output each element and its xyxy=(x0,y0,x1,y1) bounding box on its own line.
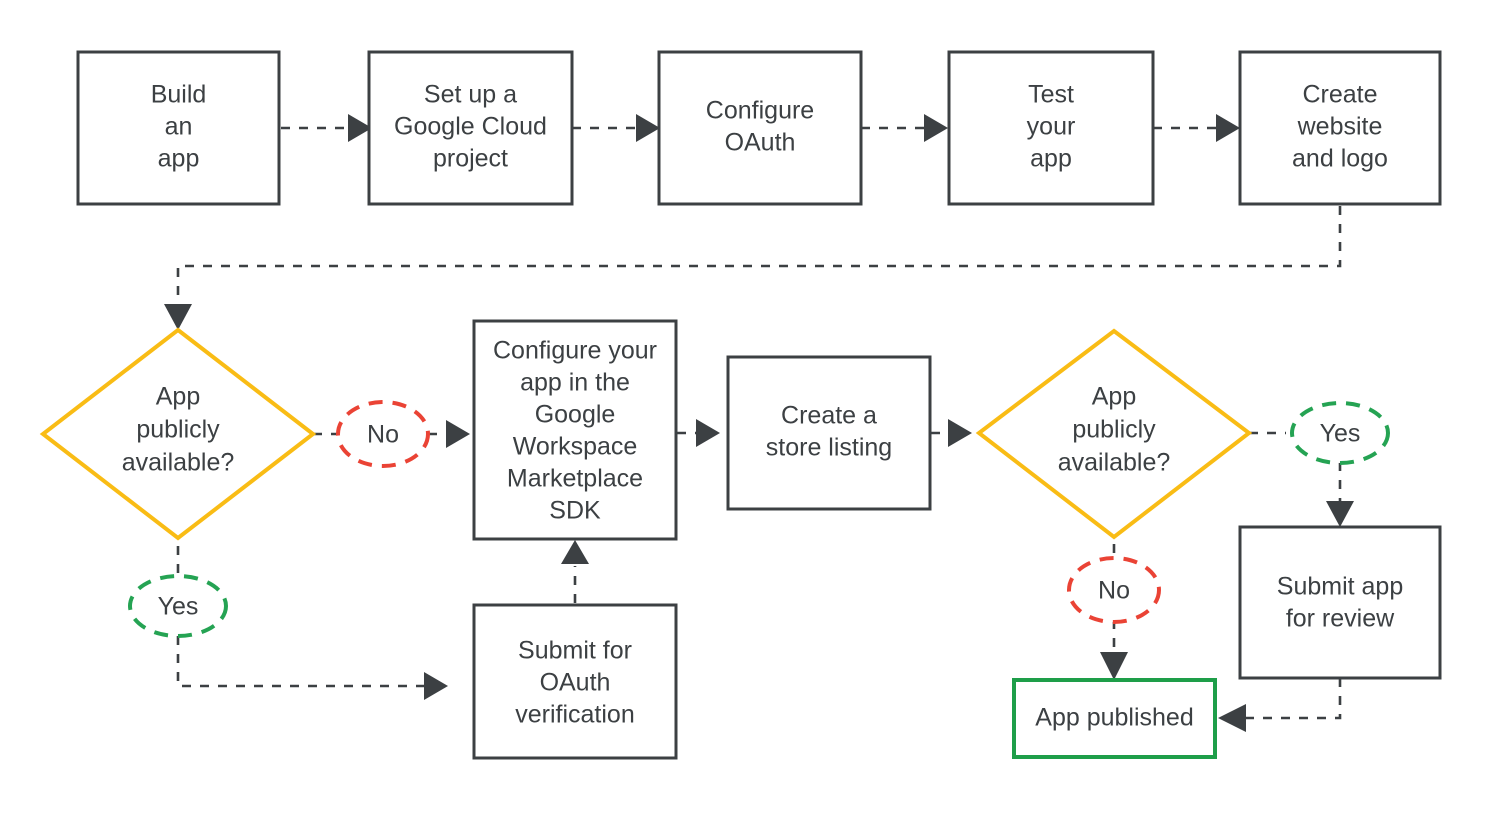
edge-build-to-setup xyxy=(281,114,372,142)
node-submit-app-for-review[interactable]: Submit app for review xyxy=(1238,525,1442,680)
node-setup-line-2: project xyxy=(433,145,508,173)
node-sdk-line-3: Workspace xyxy=(513,433,638,461)
edge-configure-oauth-to-test xyxy=(861,114,948,142)
node-decision-app-publicly-available-2[interactable]: App publicly available? xyxy=(975,328,1253,540)
node-build-an-app-line-0: Build xyxy=(151,81,207,109)
edge-label-no-1: No xyxy=(336,400,430,468)
node-build-an-app[interactable]: Build an app xyxy=(76,50,281,206)
node-decision2-line-0: App xyxy=(1092,383,1136,411)
node-setup-line-1: Google Cloud xyxy=(394,113,547,141)
edge-decision1-no-to-sdk xyxy=(313,420,470,448)
edge-decision2-no-to-app-published xyxy=(1100,544,1128,680)
node-store-listing-line-1: store listing xyxy=(766,434,892,462)
node-sdk-line-0: Configure your xyxy=(493,337,657,365)
node-submit-for-oauth-verification[interactable]: Submit for OAuth verification xyxy=(472,603,678,760)
edge-store-listing-to-decision2 xyxy=(931,419,972,447)
node-test-line-2: app xyxy=(1030,145,1072,173)
node-oauth-verify-line-0: Submit for xyxy=(518,637,632,665)
node-create-website-line-0: Create xyxy=(1302,81,1377,109)
node-app-published-label: App published xyxy=(1035,704,1193,732)
node-create-website-line-1: website xyxy=(1297,113,1383,141)
node-test-line-0: Test xyxy=(1028,81,1074,109)
node-sdk-line-2: Google xyxy=(535,401,616,429)
node-decision2-line-1: publicly xyxy=(1072,416,1156,444)
node-oauth-verify-line-2: verification xyxy=(515,701,635,729)
node-sdk-line-5: SDK xyxy=(549,497,601,525)
node-decision1-line-1: publicly xyxy=(136,416,220,444)
edge-label-no-2-text: No xyxy=(1098,577,1130,605)
edge-label-yes-1: Yes xyxy=(128,574,228,638)
node-test-line-1: your xyxy=(1027,113,1076,141)
node-setup-line-0: Set up a xyxy=(424,81,517,109)
node-oauth-verify-line-1: OAuth xyxy=(540,669,611,697)
edge-sdk-to-store-listing xyxy=(677,419,720,447)
edge-test-to-create-website xyxy=(1153,114,1240,142)
edge-decision1-yes-to-oauth-verification xyxy=(176,546,448,700)
edge-label-yes-2: Yes xyxy=(1290,401,1390,465)
node-configure-oauth[interactable]: Configure OAuth xyxy=(657,50,863,206)
node-app-published[interactable]: App published xyxy=(1012,678,1217,759)
edge-label-no-2: No xyxy=(1067,556,1161,624)
node-create-a-store-listing[interactable]: Create a store listing xyxy=(726,355,932,511)
node-create-website-and-logo[interactable]: Create website and logo xyxy=(1238,50,1442,206)
node-sdk-line-1: app in the xyxy=(520,369,630,397)
edge-oauth-verification-to-sdk xyxy=(561,540,589,603)
node-sdk-line-4: Marketplace xyxy=(507,465,643,493)
edge-setup-to-configure-oauth xyxy=(572,114,660,142)
node-configure-app-in-marketplace-sdk[interactable]: Configure your app in the Google Workspa… xyxy=(472,319,678,541)
edge-decision2-yes-to-submit-review xyxy=(1249,431,1354,527)
node-configure-oauth-line-1: OAuth xyxy=(725,129,796,157)
node-submit-review-line-1: for review xyxy=(1286,605,1395,633)
node-decision2-line-2: available? xyxy=(1058,449,1171,477)
edge-submit-review-to-app-published xyxy=(1218,678,1342,732)
edge-label-no-1-text: No xyxy=(367,421,399,449)
node-build-an-app-line-1: an xyxy=(165,113,193,141)
edge-create-website-to-decision1 xyxy=(164,206,1342,330)
node-build-an-app-line-2: app xyxy=(158,145,200,173)
node-create-website-line-2: and logo xyxy=(1292,145,1388,173)
node-set-up-google-cloud-project[interactable]: Set up a Google Cloud project xyxy=(367,50,574,206)
node-decision-app-publicly-available-1[interactable]: App publicly available? xyxy=(39,327,317,541)
node-store-listing-line-0: Create a xyxy=(781,402,877,430)
node-decision1-line-0: App xyxy=(156,383,200,411)
node-configure-oauth-line-0: Configure xyxy=(706,97,814,125)
node-decision1-line-2: available? xyxy=(122,449,235,477)
node-submit-review-line-0: Submit app xyxy=(1277,573,1403,601)
node-test-your-app[interactable]: Test your app xyxy=(947,50,1155,206)
edge-label-yes-2-text: Yes xyxy=(1320,420,1361,448)
edge-label-yes-1-text: Yes xyxy=(158,593,199,621)
